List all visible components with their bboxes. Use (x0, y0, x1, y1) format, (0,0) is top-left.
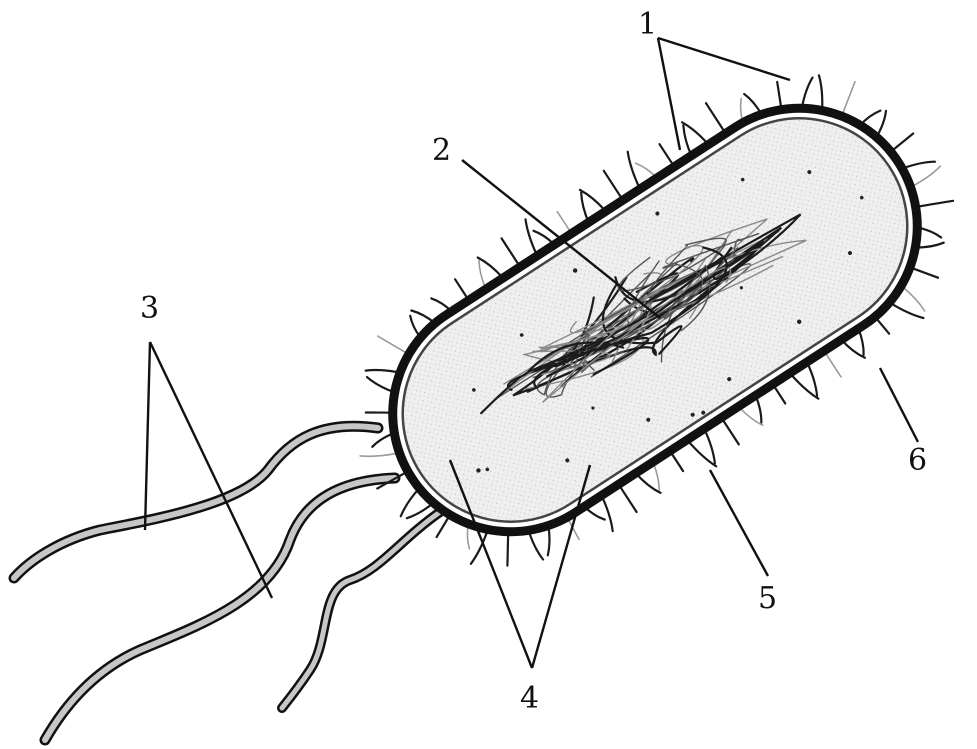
pilus (604, 171, 623, 200)
pilus (619, 484, 637, 512)
pilus (824, 351, 841, 377)
pilus (526, 219, 538, 256)
leader-5 (710, 470, 768, 576)
pilus (901, 286, 925, 311)
pilus (916, 201, 953, 207)
pilus (401, 488, 420, 516)
label-nucleoid: 2 (432, 133, 451, 168)
label-pili: 1 (638, 7, 657, 42)
pilus (507, 532, 508, 566)
leader-1b (658, 38, 790, 80)
pilus (902, 162, 935, 169)
label-capsule: 6 (908, 443, 927, 478)
pilus (687, 440, 716, 467)
pilus (802, 78, 813, 109)
label-ribosomes: 4 (520, 681, 539, 716)
pilus (790, 373, 819, 399)
pilus (366, 370, 400, 373)
pilus (529, 530, 544, 559)
pilus (602, 495, 613, 531)
label-cell-wall: 5 (758, 581, 777, 616)
label-flagella: 3 (140, 291, 159, 326)
flagella (14, 426, 440, 740)
pilus (360, 453, 399, 457)
pilus (911, 166, 941, 187)
flagellum-lower (282, 512, 440, 708)
pilus (890, 302, 924, 318)
flagellum-middle (45, 478, 395, 740)
pilus (378, 336, 409, 354)
pilus (842, 82, 855, 117)
leader-1a (658, 38, 680, 150)
pilus (706, 103, 726, 133)
leader-6 (880, 368, 918, 442)
pilus (502, 238, 520, 267)
pilus (819, 75, 822, 110)
pilus (628, 152, 640, 189)
pilus (721, 418, 738, 445)
leader-3b (150, 342, 272, 598)
leader-3a (145, 342, 150, 530)
